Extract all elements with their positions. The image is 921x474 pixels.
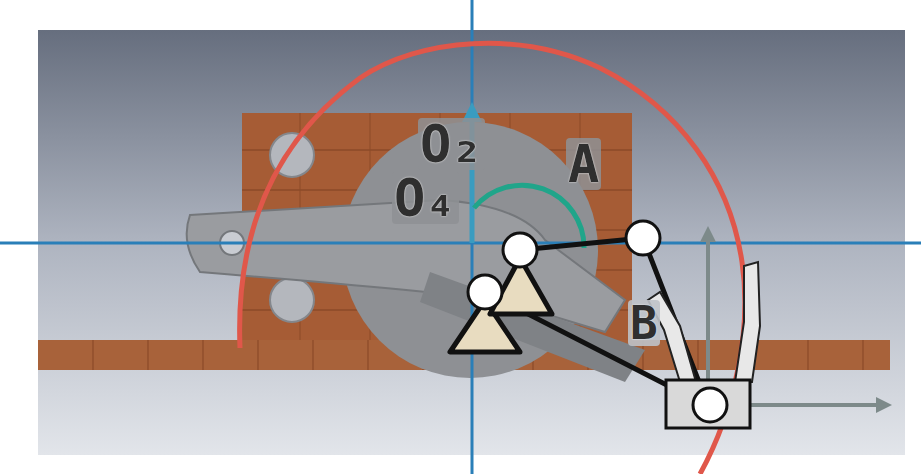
horizontal-axis — [0, 242, 921, 245]
gripper — [648, 262, 760, 428]
point-label: B — [628, 300, 660, 346]
point-label: O₂ — [418, 118, 485, 170]
point-label: A — [566, 138, 601, 190]
vertical-axis — [471, 0, 474, 474]
point-label: O₄ — [392, 172, 459, 224]
joint-pins — [468, 221, 727, 422]
